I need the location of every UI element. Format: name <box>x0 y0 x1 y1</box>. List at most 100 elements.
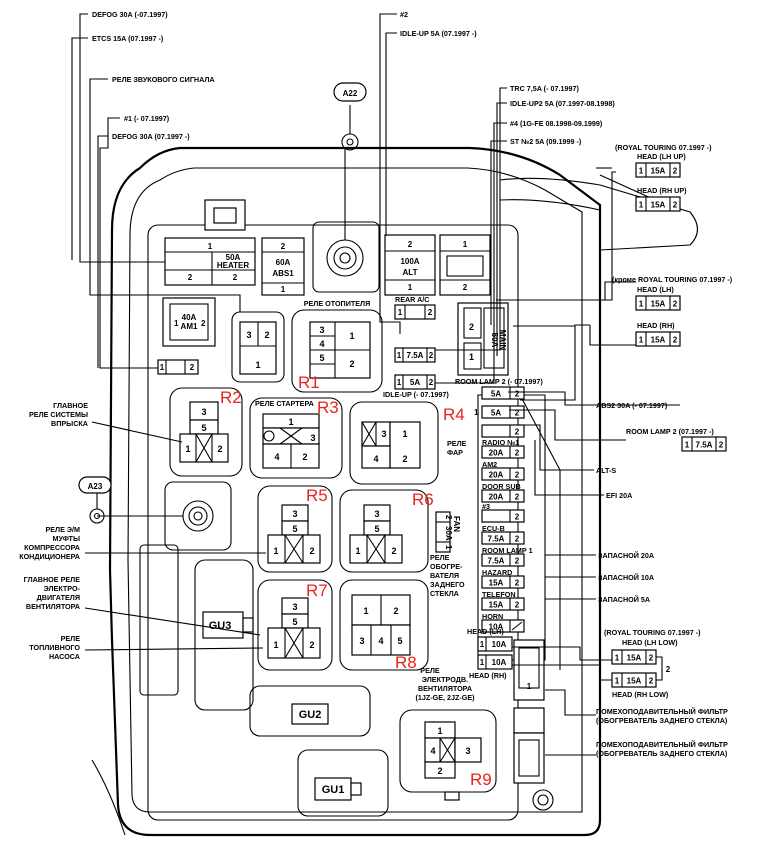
svg-text:1: 1 <box>397 378 402 387</box>
svg-text:2: 2 <box>188 273 193 282</box>
svg-text:2: 2 <box>469 322 474 332</box>
svg-text:5: 5 <box>374 524 379 534</box>
external-fuse-amp: 15A <box>651 167 666 176</box>
svg-text:1: 1 <box>398 308 403 317</box>
fuse-strip-cell <box>481 424 525 438</box>
svg-text:1: 1 <box>527 682 532 691</box>
svg-text:1: 1 <box>255 360 260 370</box>
callout-head-rh-up: HEAD (RH UP) <box>637 186 687 195</box>
svg-text:2: 2 <box>217 444 222 454</box>
svg-text:3: 3 <box>292 509 297 519</box>
svg-text:2: 2 <box>233 273 238 282</box>
callout-head-lh-low: HEAD (LH LOW) <box>622 638 678 647</box>
fuse-strip-label: HORN <box>482 612 503 621</box>
svg-text:HEAD (RH): HEAD (RH) <box>469 671 507 680</box>
svg-text:ВЕНТИЛЯТОРА: ВЕНТИЛЯТОРА <box>26 602 80 611</box>
external-fuse-amp: 15A <box>627 677 642 686</box>
rear-defog-relay-r6: 3 5 1 2 R6 РЕЛЕ ОБОГРЕ- ВАТЕЛЯ ЗАДНЕГО С… <box>339 489 465 598</box>
external-fuse-pin: 1 <box>639 167 644 176</box>
svg-text:2: 2 <box>429 378 434 387</box>
starter-relay-label: РЕЛЕ СТАРТЕРА <box>255 399 314 408</box>
external-fuse-frame <box>635 196 681 212</box>
svg-text:2: 2 <box>349 359 354 369</box>
external-fuse-pin: 2 <box>673 300 678 309</box>
callout-defog-new: DEFOG 30A (07.1997 -) <box>112 132 190 141</box>
svg-text:ТОПЛИВНОГО: ТОПЛИВНОГО <box>29 643 80 652</box>
fuse-strip-pin: 2 <box>515 535 520 544</box>
svg-text:ЗАДНЕГО: ЗАДНЕГО <box>430 580 465 589</box>
external-fuse-pin: 2 <box>719 441 724 450</box>
svg-text:2: 2 <box>281 242 286 251</box>
abs1-fuse-amp: 60A <box>276 258 291 267</box>
svg-text:4: 4 <box>319 339 324 349</box>
spare-fuse-block: 1 2 <box>439 234 491 296</box>
fuse-strip-pin: 2 <box>515 390 520 399</box>
am1-fuse-amp: 40A <box>182 313 197 322</box>
svg-text:2: 2 <box>408 240 413 249</box>
fuse-strip-cell <box>481 509 525 523</box>
external-fuse-pin: 1 <box>615 677 620 686</box>
external-fuse-amp: 7.5A <box>696 441 713 450</box>
fuse-strip-amp: 20A <box>489 493 504 502</box>
external-fuse-frame <box>635 295 681 311</box>
external-fuse-pin: 2 <box>649 677 654 686</box>
abs1-fuse-name: ABS1 <box>272 269 294 278</box>
svg-text:2: 2 <box>302 452 307 462</box>
svg-text:ГЛАВНОЕ: ГЛАВНОЕ <box>53 401 88 410</box>
svg-text:3: 3 <box>292 602 297 612</box>
svg-text:2: 2 <box>437 766 442 776</box>
svg-text:2: 2 <box>201 319 206 328</box>
callout-trc: TRC 7,5A (- 07.1997) <box>510 84 579 93</box>
rear-ac-label: REAR A/C <box>395 295 429 304</box>
svg-text:ВПРЫСКА: ВПРЫСКА <box>51 419 88 428</box>
external-fuse-pin: 1 <box>639 300 644 309</box>
fuse-strip-label: #3 <box>482 502 490 511</box>
svg-text:1: 1 <box>281 285 286 294</box>
fuse-strip-pin: 2 <box>515 579 520 588</box>
fuse-strip-cell <box>481 386 525 400</box>
callout-filter1-a: ПОМЕХОПОДАВИТЕЛЬНЫЙ ФИЛЬТР <box>596 707 728 716</box>
svg-text:2: 2 <box>309 546 314 556</box>
svg-text:1: 1 <box>463 240 468 249</box>
efan-relay-r9: 1 4 3 2 R9 РЕЛЕ ЭЛЕКТРОДВ. ВЕНТИЛЯТОРА (… <box>399 666 497 801</box>
fuse-strip-label: ECU-B <box>482 524 505 533</box>
relay-r6-tag: R6 <box>412 490 434 509</box>
fuse-strip-label: TELEFON <box>482 590 516 599</box>
room-lamp-2-old-label: ROOM LAMP 2 (- 07.1997) <box>455 377 543 386</box>
svg-text:3: 3 <box>310 433 315 443</box>
callout-head-rh: HEAD (RH) <box>637 321 675 330</box>
external-fuse-box: 1 15A 2 <box>635 162 681 178</box>
fuse-strip-row: 2 <box>481 424 525 438</box>
callout-head-rh-low: HEAD (RH LOW) <box>612 690 669 699</box>
fuse-strip-label: HAZARD <box>482 568 512 577</box>
fuse-strip-label: RADIO №1 <box>482 438 519 447</box>
callout-abs2: ABS2 30A (- 07.1997) <box>596 401 668 410</box>
svg-text:ЭЛЕКТРОДВ.: ЭЛЕКТРОДВ. <box>422 675 468 684</box>
external-fuse-pin: 2 <box>673 167 678 176</box>
svg-text:КОНДИЦИОНЕРА: КОНДИЦИОНЕРА <box>19 552 80 561</box>
svg-text:1: 1 <box>474 408 479 417</box>
external-fuse-pin: 1 <box>615 654 620 663</box>
rear-ac-fuses: REAR A/C 1 2 1 7.5A 2 1 5A 2 IDLE-UP (- … <box>383 295 543 399</box>
svg-text:5: 5 <box>292 617 297 627</box>
svg-text:2: 2 <box>264 330 269 340</box>
relay-r1-tag: R1 <box>298 373 320 392</box>
svg-text:1: 1 <box>273 546 278 556</box>
fan-fuse: 2 30A 1 FAN <box>435 511 461 553</box>
external-fuse-pin: 2 <box>673 201 678 210</box>
idle-up-old-label: IDLE-UP (- 07.1997) <box>383 390 449 399</box>
fuse-strip-cell <box>481 405 525 419</box>
svg-text:1: 1 <box>480 640 485 649</box>
svg-text:10A: 10A <box>492 640 507 649</box>
a22-connector-label: A22 <box>343 89 358 98</box>
callout-royal-low: (ROYAL TOURING 07.1997 -) <box>604 628 701 637</box>
svg-text:5A: 5A <box>410 378 420 387</box>
svg-text:HEAD (LH): HEAD (LH) <box>467 627 504 636</box>
svg-text:1: 1 <box>437 726 442 736</box>
svg-text:3: 3 <box>465 746 470 756</box>
